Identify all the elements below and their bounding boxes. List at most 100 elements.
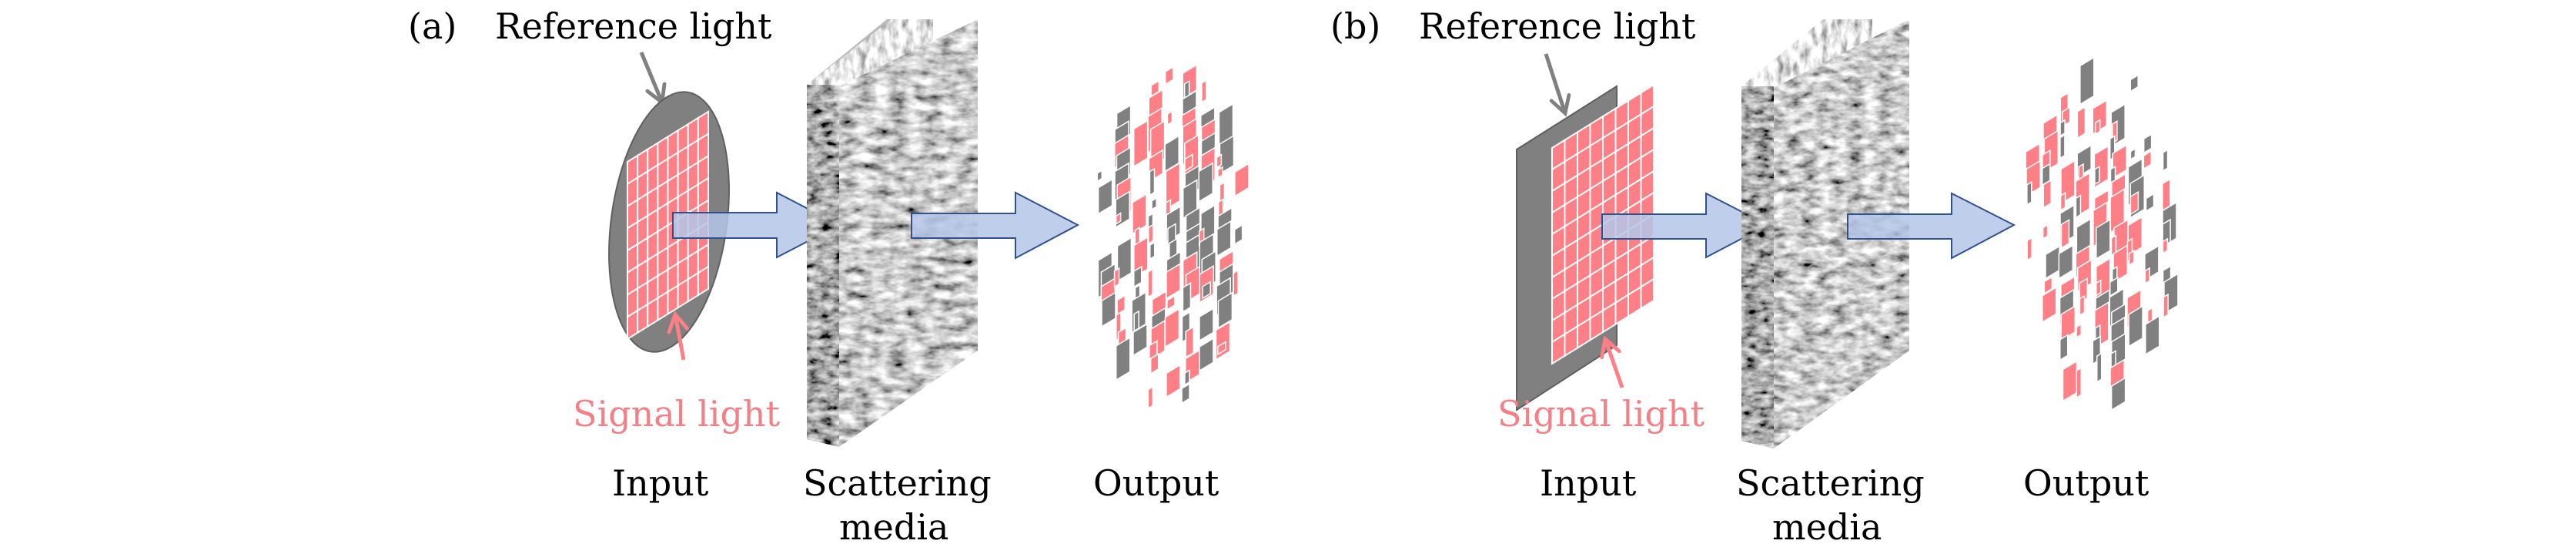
speckle-tile <box>1216 220 1232 257</box>
signal-pointer-arrow <box>1600 335 1624 388</box>
speckle-tile <box>1217 341 1226 356</box>
slab-side-texture <box>1741 86 1774 448</box>
speckle-tile <box>2042 223 2049 240</box>
panel-a: (a) Reference light Signal light Inp <box>408 5 1250 548</box>
input-label: Input <box>1540 462 1637 504</box>
speckle-tile <box>2129 190 2139 216</box>
reference-pointer-arrow <box>639 52 667 106</box>
speckle-tile <box>1198 162 1213 203</box>
speckle-tile <box>1133 310 1139 332</box>
speckle-tile <box>1147 223 1154 245</box>
speckle-tile <box>1217 166 1223 179</box>
speckle-tile <box>2162 218 2171 248</box>
speckle-tile <box>1185 325 1194 359</box>
speckle-tile <box>1184 369 1190 386</box>
speckle-tile <box>2042 179 2052 209</box>
speckle-tile <box>1166 364 1181 398</box>
speckle-tile <box>2026 237 2032 261</box>
speckle-tile <box>2042 286 2057 324</box>
speckle-tile <box>2075 194 2082 219</box>
signal-light-grid <box>1551 83 1654 365</box>
speckle-tile <box>1181 382 1190 405</box>
speckle-tile <box>2079 294 2086 317</box>
speckle-tile <box>1233 223 1243 246</box>
propagation-arrow-icon <box>1601 192 1770 259</box>
speckle-tile <box>2059 192 2066 212</box>
speckle-tile <box>1115 336 1131 381</box>
speckle-tile <box>1233 269 1239 297</box>
media-label-line1: Scattering <box>803 462 992 504</box>
signal-grid-cell <box>1640 277 1654 311</box>
speckle-tile <box>1216 153 1223 169</box>
speckle-tile <box>1184 153 1193 173</box>
speckle-tile <box>1101 291 1116 328</box>
input-label: Input <box>612 462 709 504</box>
output-speckle-pattern <box>1096 63 1250 410</box>
reference-light-label: Reference light <box>1419 5 1696 47</box>
speckle-tile <box>2143 149 2153 170</box>
signal-pointer-arrow <box>667 311 690 361</box>
speckle-tile <box>2162 237 2169 254</box>
speckle-tile <box>2058 244 2074 280</box>
speckle-tile <box>1132 193 1147 235</box>
speckle-tile <box>2043 276 2053 295</box>
speckle-tile <box>1199 307 1214 342</box>
speckle-tile <box>1133 265 1142 288</box>
speckle-tile <box>2144 267 2150 285</box>
speckle-tile <box>2162 178 2171 212</box>
speckle-tile <box>2128 250 2135 267</box>
speckle-tile <box>2060 219 2070 250</box>
speckle-tile <box>1182 281 1192 314</box>
speckle-tile <box>1133 236 1149 279</box>
speckle-tile <box>2076 323 2083 339</box>
speckle-tile <box>1151 196 1157 211</box>
speckle-tile <box>2163 293 2169 319</box>
speckle-tile <box>1147 385 1154 410</box>
output-label: Output <box>1093 462 1219 504</box>
speckle-tile <box>1149 167 1156 196</box>
speckle-tile <box>2026 180 2032 206</box>
speckle-tile <box>2096 352 2103 384</box>
speckle-tile <box>1097 178 1113 215</box>
speckle-tile <box>1164 307 1180 348</box>
speckle-tile <box>2162 149 2169 173</box>
speckle-tile <box>2045 245 2060 280</box>
reference-light-label: Reference light <box>495 5 772 47</box>
speckle-tile <box>2095 279 2102 297</box>
speckle-tile <box>2076 367 2083 399</box>
speckle-tile <box>2062 360 2078 402</box>
speckle-tile <box>1096 169 1103 183</box>
signal-light-label: Signal light <box>573 393 781 435</box>
output-speckle-pattern <box>2025 56 2179 411</box>
media-label-line1: Scattering <box>1736 462 1925 504</box>
signal-grid-cell <box>697 265 709 297</box>
speckle-tile <box>1199 337 1214 372</box>
speckle-tile <box>2059 133 2066 159</box>
panel-b: (b) Reference light Signal light Input S… <box>1330 5 2179 548</box>
speckle-tile <box>1164 65 1174 86</box>
speckle-tile <box>2094 119 2101 136</box>
speckle-tile <box>2110 377 2126 411</box>
panel-label: (a) <box>408 5 457 47</box>
input-element <box>608 91 730 353</box>
speckle-tile <box>2079 277 2089 304</box>
input-element <box>1516 83 1654 411</box>
signal-light-label: Signal light <box>1497 393 1705 435</box>
reference-pointer-arrow <box>1544 53 1571 117</box>
speckle-tile <box>1201 79 1207 104</box>
speckle-tile <box>2129 74 2139 92</box>
speckle-tile <box>1165 162 1181 210</box>
speckle-tile <box>1147 268 1153 298</box>
speckle-tile <box>1115 212 1122 225</box>
output-label: Output <box>2023 462 2149 504</box>
speckle-tile <box>1202 280 1211 300</box>
speckle-tile <box>1166 294 1176 311</box>
media-label-line2: media <box>1772 506 1882 548</box>
speckle-tile <box>2094 165 2100 186</box>
speckle-tile <box>1166 263 1181 300</box>
speckle-tile <box>1166 110 1173 126</box>
speckle-tile <box>2060 304 2076 341</box>
propagation-arrow-icon <box>1847 192 2016 260</box>
speckle-tile <box>2143 133 2153 154</box>
